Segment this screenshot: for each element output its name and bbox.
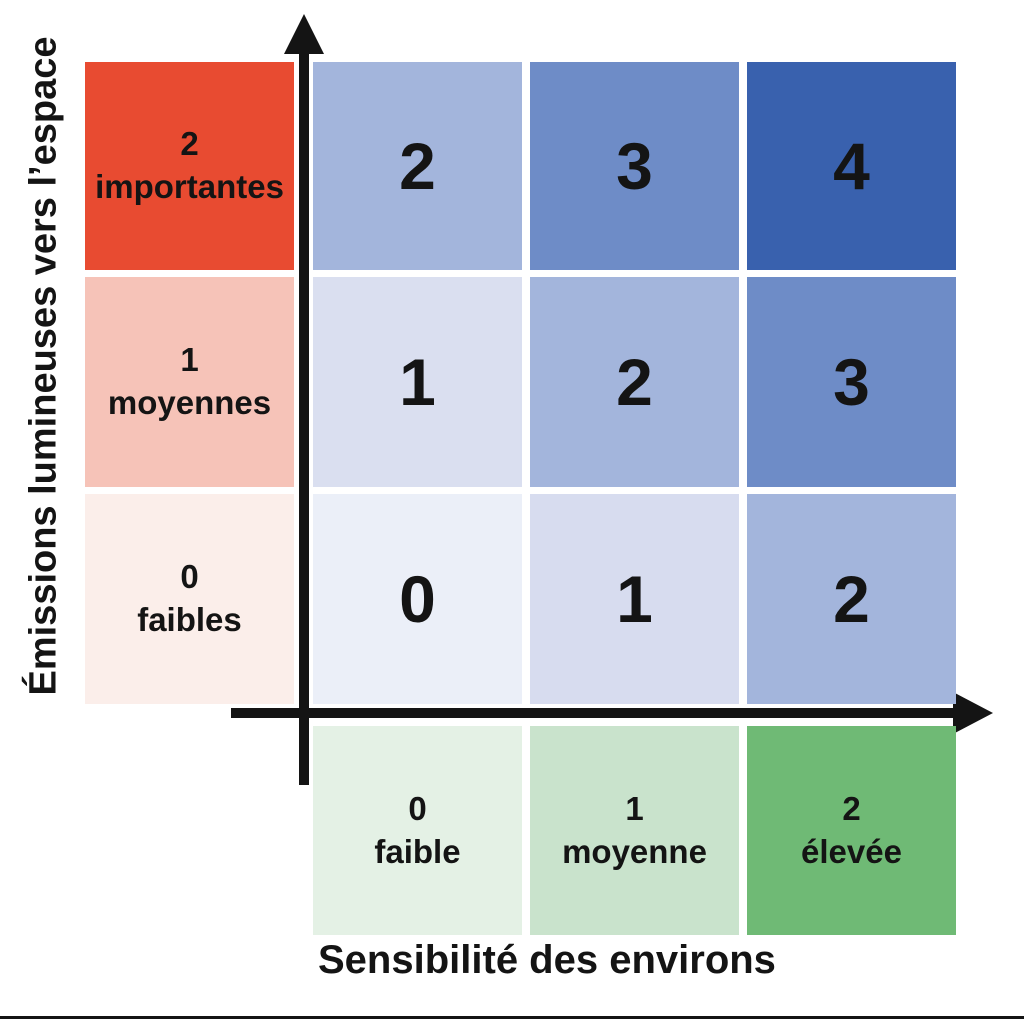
x-category-faible: 0 faible — [313, 726, 522, 935]
y-category-label: importantes — [95, 168, 284, 205]
matrix-cell-r1c2: 3 — [747, 277, 956, 487]
y-axis-title: Émissions lumineuses vers l’espace — [22, 36, 65, 696]
x-category-value: 1 — [625, 789, 644, 827]
bottom-divider — [0, 1016, 1024, 1019]
x-category-label: faible — [374, 832, 461, 870]
x-category-value: 0 — [408, 789, 427, 827]
y-category-importantes: 2 importantes — [85, 62, 294, 270]
x-category-moyenne: 1 moyenne — [530, 726, 739, 935]
matrix-cell-r0c2: 4 — [747, 62, 956, 270]
x-category-label: élevée — [801, 832, 902, 870]
matrix-cell-r2c1: 1 — [530, 494, 739, 704]
x-axis-line — [231, 708, 955, 718]
y-category-value: 2 — [180, 125, 199, 163]
y-category-value: 1 — [180, 341, 199, 379]
matrix-cell-r1c1: 2 — [530, 277, 739, 487]
matrix-cell-r0c1: 3 — [530, 62, 739, 270]
y-category-faibles: 0 faibles — [85, 494, 294, 704]
matrix-cell-r0c0: 2 — [313, 62, 522, 270]
y-category-label: faibles — [137, 601, 242, 638]
matrix-cell-r1c0: 1 — [313, 277, 522, 487]
x-category-elevee: 2 élevée — [747, 726, 956, 935]
x-category-label: moyenne — [562, 832, 707, 870]
matrix-cell-r2c2: 2 — [747, 494, 956, 704]
y-axis-line — [299, 44, 309, 785]
x-axis-arrow-icon — [953, 692, 993, 734]
y-category-value: 0 — [180, 558, 199, 596]
y-axis-arrow-icon — [284, 14, 324, 54]
y-category-label: moyennes — [107, 384, 272, 421]
y-category-moyennes: 1 moyennes — [85, 277, 294, 487]
matrix-cell-r2c0: 0 — [313, 494, 522, 704]
x-axis-title: Sensibilité des environs — [318, 938, 776, 982]
x-category-value: 2 — [842, 789, 861, 827]
